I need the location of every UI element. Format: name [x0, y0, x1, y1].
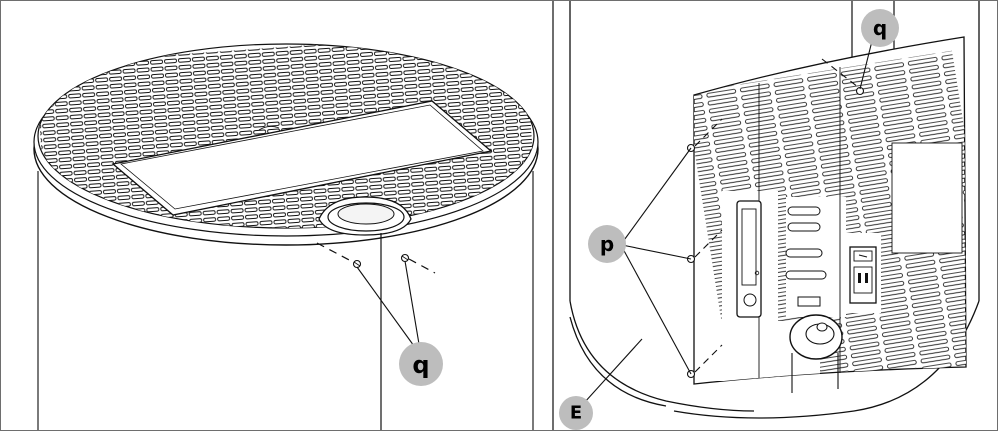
- right-panel-stove-rear: q p E: [553, 0, 998, 431]
- power-socket: [849, 246, 877, 304]
- stove-body: [37, 171, 534, 430]
- screw-q-left: [352, 259, 362, 269]
- callout-e-label: E: [570, 403, 582, 424]
- screw-guide-lines-right: [694, 58, 859, 373]
- screw-q-right: [400, 253, 410, 263]
- stove-top-drawing: q: [33, 43, 539, 430]
- screw-guide-lines: [316, 242, 436, 274]
- air-intake: [789, 314, 843, 393]
- callout-leaders: [583, 40, 873, 404]
- callout-e: E: [559, 396, 593, 430]
- callout-q-right-label: q: [873, 16, 887, 40]
- rear-vents: [694, 50, 966, 384]
- access-slot: [736, 200, 762, 318]
- glass-panel: [111, 100, 493, 216]
- callout-p: p: [588, 225, 626, 263]
- callout-p-label: p: [600, 232, 614, 256]
- rear-cutouts: [785, 206, 827, 307]
- callout-q-label: q: [412, 351, 429, 379]
- left-panel-stove-top: q: [0, 0, 553, 431]
- callout-q: q: [399, 342, 443, 386]
- callout-leaders-q: [356, 260, 420, 347]
- stove-rear-drawing: q p E: [559, 1, 980, 430]
- callout-q-right: q: [861, 9, 899, 47]
- flue-outlet: [318, 196, 412, 236]
